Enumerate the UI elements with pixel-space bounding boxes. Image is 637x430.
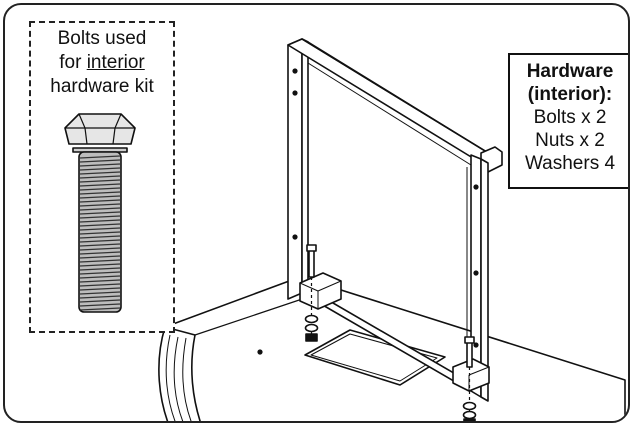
bolt-kit-caption-line3: hardware kit <box>50 76 154 97</box>
bolt-thread-line <box>79 291 121 295</box>
bolt-thread-line <box>79 255 121 259</box>
bolt-thread-line <box>79 287 121 291</box>
bolt-thread-line <box>79 275 121 279</box>
bolt-thread-line <box>79 219 121 223</box>
bolt-thread-line <box>79 271 121 275</box>
bolt-thread-line <box>79 235 121 239</box>
bolt-thread-line <box>79 179 121 183</box>
bolt-thread-line <box>79 203 121 207</box>
bolt-thread-line <box>79 207 121 211</box>
bolt-thread-line <box>79 155 121 159</box>
bolt-kit-caption: Bolts used for interior hardware kit <box>31 27 173 99</box>
bolt-thread-line <box>79 279 121 283</box>
right-nut <box>463 418 476 421</box>
bolt-thread-line <box>79 259 121 263</box>
bolt-thread-line <box>79 183 121 187</box>
bolt-thread-line <box>79 247 121 251</box>
bolt-kit-caption-underlined: interior <box>86 52 145 73</box>
bolt-thread-line <box>79 215 121 219</box>
bolt-thread-line <box>79 199 121 203</box>
bolt-thread-line <box>79 195 121 199</box>
bolt-thread-line <box>79 307 121 311</box>
bolt-kit-caption-line1: Bolts used <box>57 28 147 49</box>
bolt-thread-line <box>79 175 121 179</box>
bolt-thread-line <box>79 299 121 303</box>
cabinet-curved-front <box>158 326 201 421</box>
bolt-thread-line <box>79 223 121 227</box>
bolt-thread-line <box>79 187 121 191</box>
bolt-thread-line <box>79 267 121 271</box>
left-washer-bottom <box>304 323 319 333</box>
frame-left-post <box>287 38 303 300</box>
hardware-item-washers: Washers 4 <box>524 153 616 174</box>
bolt-kit-caption-line2: for interior <box>31 51 173 75</box>
bolt-thread-line <box>79 251 121 255</box>
hardware-item-bolts: Bolts x 2 <box>533 107 607 128</box>
corner-bracket-left <box>299 272 342 310</box>
bolt-thread-line <box>79 303 121 307</box>
corner-bracket-right <box>452 358 490 392</box>
bolt-thread-line <box>79 167 121 171</box>
bolt-thread-line <box>79 283 121 287</box>
hardware-item-nuts: Nuts x 2 <box>535 130 605 151</box>
bolt-thread-line <box>79 295 121 299</box>
hex-bolt-icon <box>64 113 136 313</box>
left-washer-top <box>304 314 319 324</box>
frame-top-rail <box>287 38 496 164</box>
hardware-heading-line1: Hardware <box>526 61 614 82</box>
bolt-thread-line <box>79 211 121 215</box>
bolt-thread-line <box>79 231 121 235</box>
bolt-thread-line <box>79 159 121 163</box>
bolt-kit-caption-prefix: for <box>59 52 87 73</box>
hardware-heading-line2: (interior): <box>527 84 613 105</box>
cabinet-top-panel <box>304 329 446 386</box>
bolt-thread-line <box>79 239 121 243</box>
bolt-thread-line <box>79 163 121 167</box>
bolt-thread-line <box>79 191 121 195</box>
hardware-list-box: Hardware (interior): Bolts x 2 Nuts x 2 … <box>508 53 628 189</box>
left-nut <box>305 333 318 342</box>
bolt-thread-line <box>79 227 121 231</box>
diagram-frame: Bolts used for interior hardware kit Har… <box>3 3 630 423</box>
right-washer-top <box>462 401 477 411</box>
bolt-thread-line <box>79 171 121 175</box>
right-washer-bottom <box>462 410 477 420</box>
right-bolt-shaft <box>466 340 473 368</box>
left-bolt-shaft <box>308 248 315 278</box>
bolt-thread-line <box>79 243 121 247</box>
cabinet-frame-assembly-icon <box>158 38 626 421</box>
bolt-thread-line <box>79 263 121 267</box>
